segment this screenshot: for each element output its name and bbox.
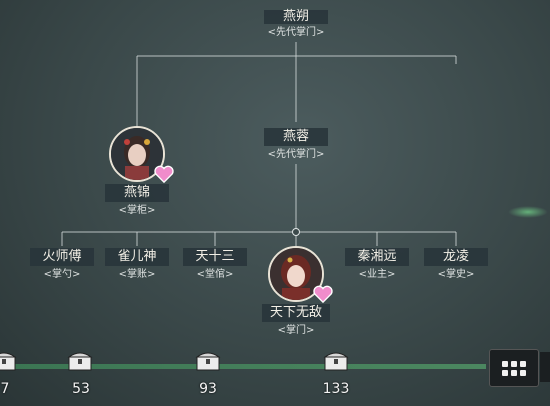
disciple-node[interactable]: 火师傅 <掌勺> — [30, 248, 94, 281]
grid-menu-icon — [502, 360, 526, 376]
leader-avatar — [267, 246, 324, 302]
reward-count: 133 — [322, 381, 350, 397]
parent-title: <先代掌门> — [267, 149, 325, 160]
heart-icon — [313, 285, 333, 304]
parent-name: 燕蓉 — [264, 128, 328, 146]
tree-junction — [292, 228, 300, 236]
disciple-node[interactable]: 天十三 <堂倌> — [183, 248, 247, 281]
sibling-name: 燕锦 — [105, 184, 169, 202]
disciple-name: 龙凌 — [424, 248, 488, 266]
chest-icon[interactable] — [0, 349, 17, 371]
disciple-name: 天下无敌 — [261, 304, 331, 322]
parent-node[interactable]: 燕蓉 <先代掌门> — [264, 128, 328, 161]
chest-icon[interactable] — [195, 349, 221, 371]
disciple-name: 火师傅 — [30, 248, 94, 266]
sibling-avatar — [109, 126, 165, 182]
reward-track — [0, 364, 486, 369]
reward-count: 7 — [0, 381, 10, 397]
grid-menu-button[interactable] — [489, 349, 539, 387]
background-glow — [508, 206, 548, 218]
disciple-title: <掌勺> — [43, 269, 81, 280]
disciple-title: <堂倌> — [196, 269, 234, 280]
ancestor-name: 燕朔 — [264, 10, 328, 24]
side-tab[interactable] — [540, 352, 550, 382]
disciple-title: <掌史> — [437, 269, 475, 280]
reward-count: 93 — [199, 381, 217, 397]
chest-icon[interactable] — [67, 349, 93, 371]
disciple-node[interactable]: 龙凌 <掌史> — [424, 248, 488, 281]
sibling-title: <掌柜> — [118, 205, 156, 216]
chest-icon[interactable] — [323, 349, 349, 371]
heart-icon — [154, 165, 174, 184]
disciple-node[interactable]: 雀儿神 <掌账> — [105, 248, 169, 281]
reward-count: 53 — [72, 381, 90, 397]
disciple-name: 雀儿神 — [105, 248, 169, 266]
disciple-name: 天十三 — [183, 248, 247, 266]
disciple-node-leader[interactable]: 天下无敌 <掌门> — [261, 246, 333, 337]
disciple-name: 秦湘远 — [345, 248, 409, 266]
ancestor-title: <先代掌门> — [267, 27, 325, 38]
sibling-node[interactable]: 燕锦 <掌柜> — [105, 126, 174, 217]
disciple-title: <业主> — [358, 269, 396, 280]
ancestor-node[interactable]: 燕朔 <先代掌门> — [264, 10, 328, 39]
disciple-title: <掌账> — [118, 269, 156, 280]
disciple-node[interactable]: 秦湘远 <业主> — [345, 248, 409, 281]
disciple-title: <掌门> — [277, 325, 315, 336]
